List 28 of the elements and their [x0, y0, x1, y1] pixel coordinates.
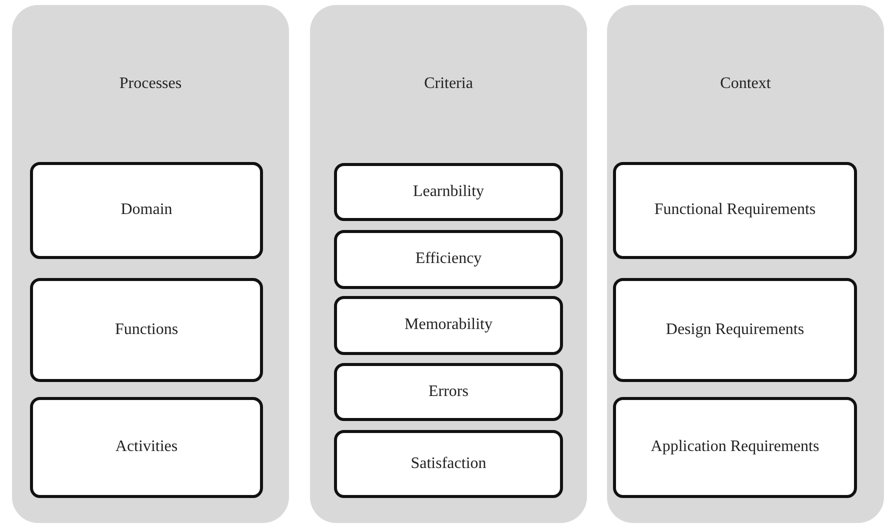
- box-label: Functional Requirements: [653, 201, 817, 220]
- category-box: [613, 397, 857, 498]
- box-label: Errors: [428, 382, 470, 402]
- category-box: [334, 296, 563, 355]
- box-label: Memorability: [404, 316, 494, 335]
- category-box: [334, 230, 563, 289]
- column-panel: [310, 5, 587, 523]
- box-label: Activities: [114, 438, 179, 457]
- category-box: [334, 363, 563, 421]
- category-box: [613, 278, 857, 382]
- box-label: Efficiency: [414, 250, 483, 269]
- column-heading: Context: [719, 75, 772, 94]
- category-box: [334, 430, 563, 498]
- category-box: [334, 163, 563, 221]
- box-label: Domain: [120, 201, 174, 220]
- box-label: Satisfaction: [410, 454, 488, 474]
- category-box: [613, 162, 857, 259]
- category-box: [30, 278, 263, 382]
- box-label: Design Requirements: [664, 320, 806, 340]
- box-label: Learnbility: [412, 182, 486, 202]
- column-heading: Processes: [118, 75, 183, 94]
- column-panel: [607, 5, 884, 523]
- category-box: [30, 397, 263, 498]
- box-label: Functions: [114, 320, 180, 340]
- column-heading: Criteria: [423, 75, 474, 94]
- category-box: [30, 162, 263, 259]
- box-label: Application Requirements: [650, 438, 820, 457]
- column-panel: [12, 5, 289, 523]
